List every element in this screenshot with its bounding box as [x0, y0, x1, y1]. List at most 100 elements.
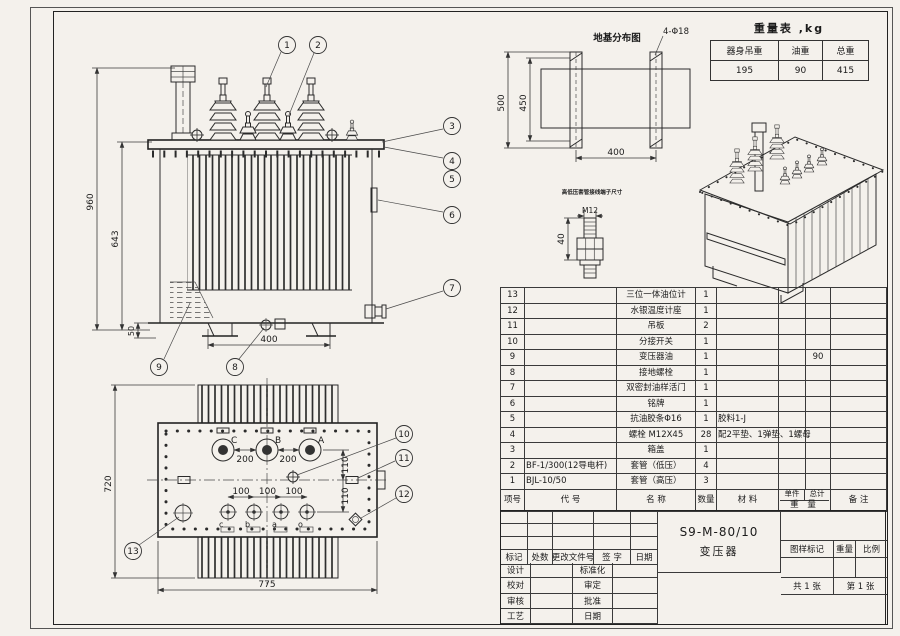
- svg-text:200: 200: [279, 455, 296, 465]
- svg-text:3: 3: [449, 122, 455, 132]
- hv-label-B: B: [275, 436, 281, 446]
- tap-changer-marker: [285, 469, 301, 485]
- svg-text:5: 5: [449, 175, 455, 185]
- svg-text:o: o: [298, 520, 303, 529]
- parts-header-material: 材 料: [716, 488, 779, 512]
- weight-table-headers: 器身吊重 油重 总重: [710, 40, 869, 61]
- iso-lv-1: [779, 166, 791, 185]
- svg-text:13: 13: [127, 547, 138, 557]
- foundation-title: 地基分布图: [593, 32, 641, 44]
- balloon-10: 10: [296, 425, 413, 476]
- svg-text:110: 110: [341, 487, 351, 504]
- parts-header-row: 项号 代 号 名 称 数量 材 料 单件总计 重 量 备 注: [500, 488, 887, 512]
- lv-bushing-1: [239, 111, 257, 141]
- isometric-view: [697, 122, 886, 304]
- svg-text:1: 1: [284, 41, 290, 51]
- sheet-inner-border: [53, 11, 888, 625]
- svg-text:9: 9: [156, 363, 162, 373]
- svg-text:b: b: [245, 520, 250, 529]
- sheet-outer-border: [30, 7, 893, 629]
- dim-40: 40: [557, 217, 584, 261]
- dim-960: 960: [86, 67, 175, 331]
- plan-view: C B A 200 200 100 100 100: [104, 378, 413, 594]
- balloon-1: 1: [265, 36, 296, 88]
- iso-hv-1: [729, 148, 745, 184]
- svg-text:11: 11: [398, 454, 409, 464]
- svg-text:12: 12: [398, 490, 409, 500]
- iso-lv-2: [791, 160, 803, 179]
- svg-text:450: 450: [519, 94, 529, 111]
- svg-text:643: 643: [111, 230, 121, 247]
- iso-cover: [697, 136, 886, 228]
- stamp-block: 图样标记 重量 比例 共 1 张 第 1 张: [781, 511, 887, 626]
- parts-header-name: 名 称: [616, 488, 696, 512]
- balloon-13: 13: [124, 516, 180, 560]
- sign-label-standard: 标准化: [573, 563, 613, 579]
- hv-bushing-2: [253, 77, 281, 141]
- dim-775: 775: [157, 541, 378, 594]
- svg-text:10: 10: [398, 430, 410, 440]
- balloon-4: 4: [383, 146, 461, 170]
- plan-fins: [197, 384, 339, 579]
- weight-header-total: 总重: [822, 40, 869, 61]
- rev-header-date: 日期: [631, 550, 658, 565]
- dims-110: 110 110: [317, 449, 351, 513]
- iso-tank: [704, 173, 877, 304]
- weight-header-body: 器身吊重: [710, 40, 779, 61]
- stamp-header-weight: 重量: [834, 541, 856, 558]
- anchor-bolt-label: 4-Φ18: [654, 27, 689, 56]
- product-block: S9-M-80/10 变压器: [658, 511, 781, 626]
- svg-text:960: 960: [86, 193, 96, 210]
- svg-text:6: 6: [449, 211, 455, 221]
- sign-label-process: 工艺: [501, 608, 531, 624]
- dim-720: 720: [104, 384, 195, 579]
- svg-text:40: 40: [557, 233, 567, 245]
- dim-400-front: 400: [207, 329, 331, 349]
- stamp-header-mark: 图样标记: [781, 541, 834, 558]
- terminal-title: 高低压套管接线端子尺寸: [562, 188, 623, 196]
- iso-hv-3: [769, 124, 785, 160]
- balloon-6: 6: [377, 199, 461, 224]
- revision-block: 标记 处数 更改文件号 签 字 日期 设计 标准化 校对 审定 审核 批准 工艺…: [501, 511, 658, 626]
- product-model: S9-M-80/10: [679, 524, 759, 539]
- balloon-5: 5: [443, 170, 461, 188]
- parts-header-remark: 备 注: [830, 488, 887, 512]
- parts-header-qty: 数量: [695, 488, 717, 512]
- balloon-9: 9: [150, 302, 191, 376]
- lv-terminal-o: [298, 503, 316, 521]
- parts-header-no: 项号: [500, 488, 525, 512]
- weight-table-values: 195 90 415: [710, 60, 869, 81]
- svg-text:a: a: [272, 520, 277, 529]
- lv-terminal-b: [245, 503, 263, 521]
- weight-value-total: 415: [822, 60, 869, 81]
- oil-level-gauge: [173, 503, 193, 523]
- balloon-11: 11: [357, 449, 413, 479]
- weight-value-body: 195: [710, 60, 779, 81]
- sign-label-date: 日期: [573, 608, 613, 624]
- balloon-7: 7: [385, 279, 461, 310]
- sign-label-approve: 批准: [573, 593, 613, 609]
- oil-sampling-valve: [364, 304, 387, 319]
- svg-text:8: 8: [232, 363, 238, 373]
- product-name: 变压器: [699, 544, 739, 558]
- front-view: 960 643 50 400: [86, 36, 461, 376]
- svg-text:7: 7: [449, 284, 455, 294]
- svg-text:M12: M12: [582, 206, 598, 215]
- thermometer-seat: [348, 512, 363, 527]
- rev-header-mark: 标记: [501, 550, 528, 565]
- dim-50: 50: [127, 322, 156, 339]
- rev-header-docno: 更改文件号: [553, 550, 594, 565]
- balloon-2: 2: [288, 36, 327, 116]
